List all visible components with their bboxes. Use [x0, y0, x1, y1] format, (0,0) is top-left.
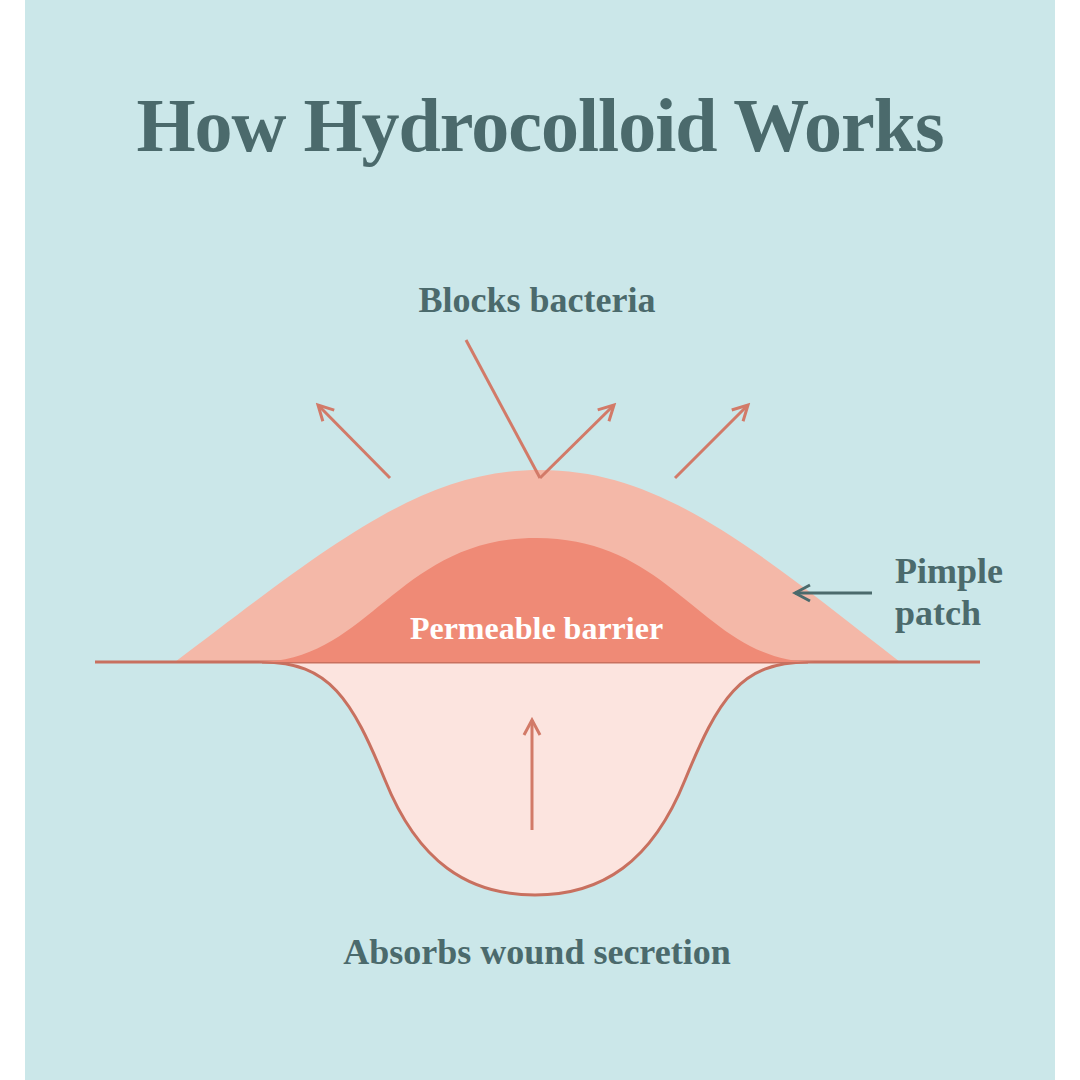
effect-label: Blocks bacteria: [419, 279, 656, 321]
effect-label: Absorbs wound secretion: [343, 931, 730, 973]
deflect-arrow: [675, 405, 748, 478]
title: How Hydrocolloid Works: [136, 82, 943, 169]
pimple-pocket: [262, 662, 808, 895]
absorb-arrow: [531, 720, 534, 830]
deflect-arrow: [540, 405, 614, 478]
patch-dome: [175, 470, 900, 662]
leader-arrow: [795, 592, 872, 595]
callout-label: Pimple patch: [895, 550, 1045, 635]
pimple-outline: [262, 662, 808, 895]
dome-fill: [258, 538, 815, 662]
deflect-arrow: [318, 405, 390, 478]
node-text: Permeable barrier: [410, 610, 663, 647]
barrier-dome: Permeable barrier: [258, 532, 815, 662]
incoming-line: [466, 340, 540, 478]
